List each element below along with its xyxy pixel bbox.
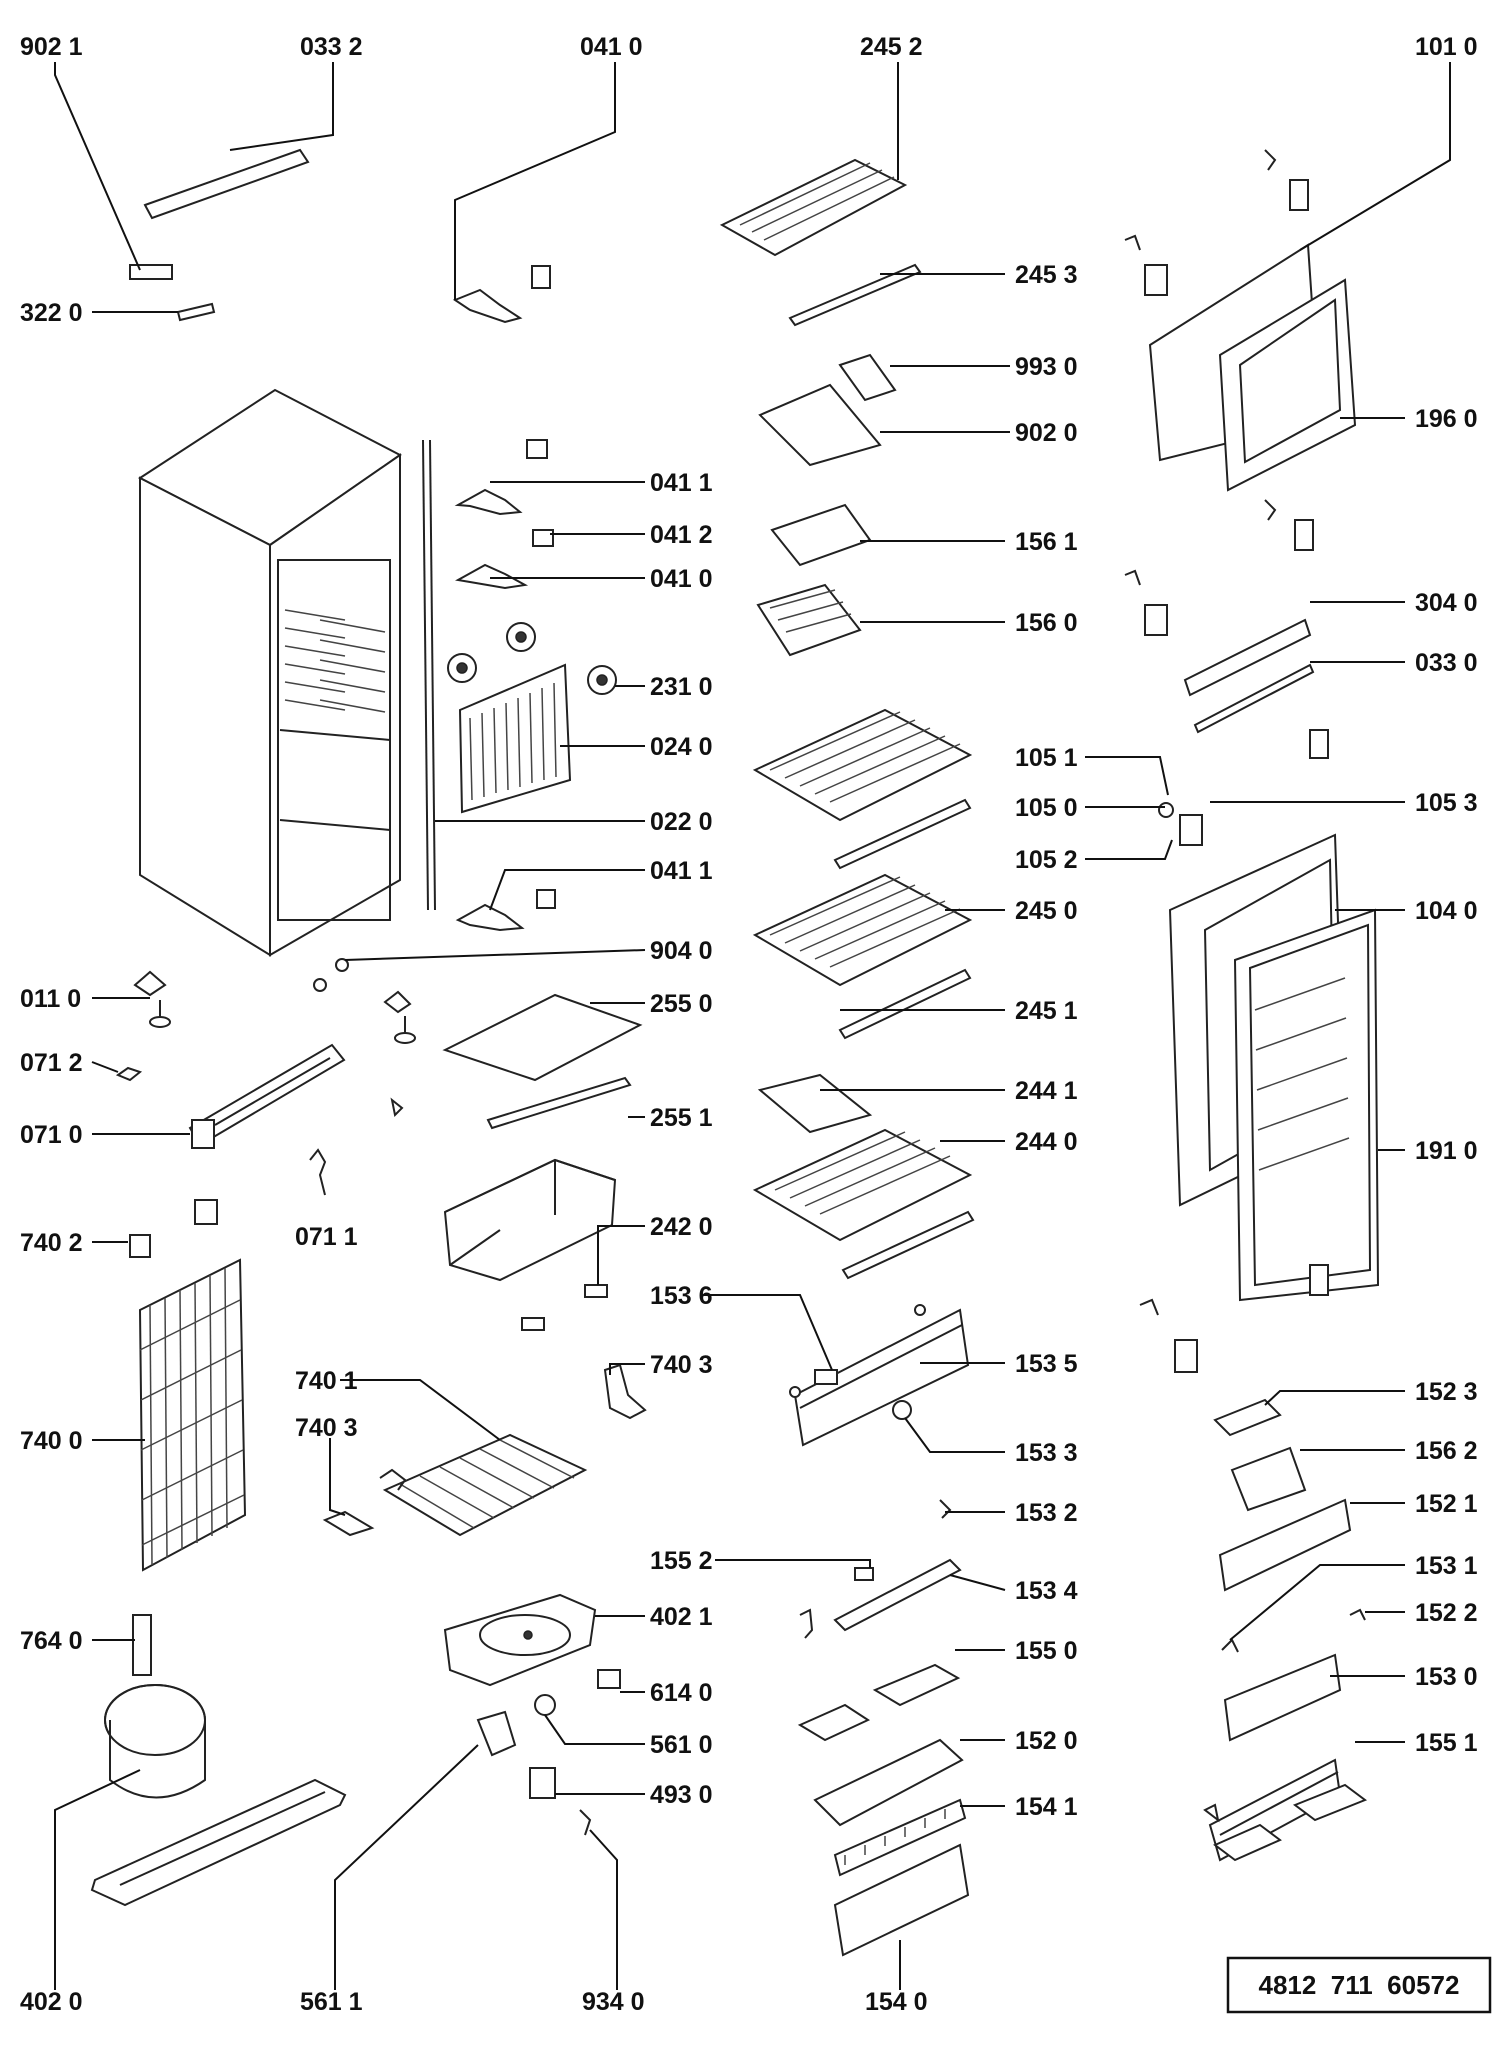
freezer-shelves (719, 158, 922, 657)
part-label: 152 3 (1415, 1378, 1478, 1406)
part-label: 033 0 (1415, 649, 1478, 677)
part-label: 561 1 (300, 1988, 363, 2016)
part-label: 242 0 (650, 1213, 713, 1241)
hardware-small (115, 958, 416, 1258)
part-label: 155 2 (650, 1547, 713, 1575)
part-label: 153 4 (1015, 1577, 1078, 1605)
compressor-assembly (90, 1593, 621, 1907)
part-label: 153 1 (1415, 1552, 1478, 1580)
refrigerator-shelves (752, 708, 975, 1280)
part-label: 402 1 (650, 1603, 713, 1631)
part-label: 154 1 (1015, 1793, 1078, 1821)
part-label: 105 1 (1015, 744, 1078, 772)
part-label: 105 0 (1015, 794, 1078, 822)
part-label: 155 1 (1415, 1729, 1478, 1757)
part-label: 152 2 (1415, 1599, 1478, 1627)
freezer-door (1124, 149, 1357, 759)
bottom-evaporator (322, 1363, 647, 1537)
part-label: 104 0 (1415, 897, 1478, 925)
part-label: 934 0 (582, 1988, 645, 2016)
part-label: 196 0 (1415, 405, 1478, 433)
part-labels: 902 1 033 2 041 0 245 2 101 0 322 0 245 … (20, 33, 1478, 2016)
part-label: 245 2 (860, 33, 923, 61)
cabinet-body (138, 388, 436, 957)
document-number: 4812 711 60572 (1259, 1970, 1460, 2000)
part-label: 255 0 (650, 990, 713, 1018)
top-trim-parts (129, 148, 551, 324)
condenser-coil (138, 1258, 247, 1572)
part-label: 105 3 (1415, 789, 1478, 817)
part-label: 152 0 (1015, 1727, 1078, 1755)
part-drawings (90, 148, 1380, 1957)
leader-lines (54, 62, 1451, 1990)
part-label: 904 0 (650, 937, 713, 965)
refrigerator-door (1139, 802, 1380, 1373)
part-label: 041 0 (650, 565, 713, 593)
part-label: 902 1 (20, 33, 83, 61)
part-label: 071 0 (20, 1121, 83, 1149)
part-label: 561 0 (650, 1731, 713, 1759)
part-label: 740 3 (295, 1414, 358, 1442)
part-label: 614 0 (650, 1679, 713, 1707)
part-label: 304 0 (1415, 589, 1478, 617)
part-label: 033 2 (300, 33, 363, 61)
part-label: 231 0 (650, 673, 713, 701)
evaporator-plate (458, 663, 572, 814)
part-label: 101 0 (1415, 33, 1478, 61)
hinge-parts (447, 439, 617, 932)
part-label: 902 0 (1015, 419, 1078, 447)
part-label: 153 6 (650, 1282, 713, 1310)
part-label: 402 0 (20, 1988, 83, 2016)
part-label: 011 0 (20, 985, 81, 1013)
part-label: 993 0 (1015, 353, 1078, 381)
part-label: 740 1 (295, 1367, 358, 1395)
glass-shelf-and-crisper (442, 993, 643, 1331)
door-trim-parts (789, 1304, 970, 1957)
part-label: 244 0 (1015, 1128, 1078, 1156)
part-label: 041 1 (650, 469, 713, 497)
part-label: 041 1 (650, 857, 713, 885)
part-label: 740 2 (20, 1229, 83, 1257)
part-label: 022 0 (650, 808, 713, 836)
part-label: 740 3 (650, 1351, 713, 1379)
part-label: 071 2 (20, 1049, 83, 1077)
part-label: 156 0 (1015, 609, 1078, 637)
door-bins (1203, 1398, 1368, 1862)
part-label: 153 3 (1015, 1439, 1078, 1467)
part-label: 041 0 (580, 33, 643, 61)
part-label: 244 1 (1015, 1077, 1078, 1105)
part-label: 156 1 (1015, 528, 1078, 556)
part-label: 245 3 (1015, 261, 1078, 289)
part-label: 191 0 (1415, 1137, 1478, 1165)
part-label: 493 0 (650, 1781, 713, 1809)
part-label: 153 0 (1415, 1663, 1478, 1691)
part-label: 155 0 (1015, 1637, 1078, 1665)
document-number-box: 4812 711 60572 (1226, 1956, 1492, 2014)
part-label: 245 0 (1015, 897, 1078, 925)
part-label: 152 1 (1415, 1490, 1478, 1518)
part-label: 322 0 (20, 299, 83, 327)
part-label: 024 0 (650, 733, 713, 761)
part-label: 071 1 (295, 1223, 358, 1251)
part-label: 764 0 (20, 1627, 83, 1655)
part-label: 041 2 (650, 521, 713, 549)
part-label: 255 1 (650, 1104, 713, 1132)
part-label: 156 2 (1415, 1437, 1478, 1465)
part-label: 153 2 (1015, 1499, 1078, 1527)
part-label: 153 5 (1015, 1350, 1078, 1378)
part-label: 740 0 (20, 1427, 83, 1455)
part-label: 105 2 (1015, 846, 1078, 874)
part-label: 154 0 (865, 1988, 928, 2016)
part-label: 245 1 (1015, 997, 1078, 1025)
